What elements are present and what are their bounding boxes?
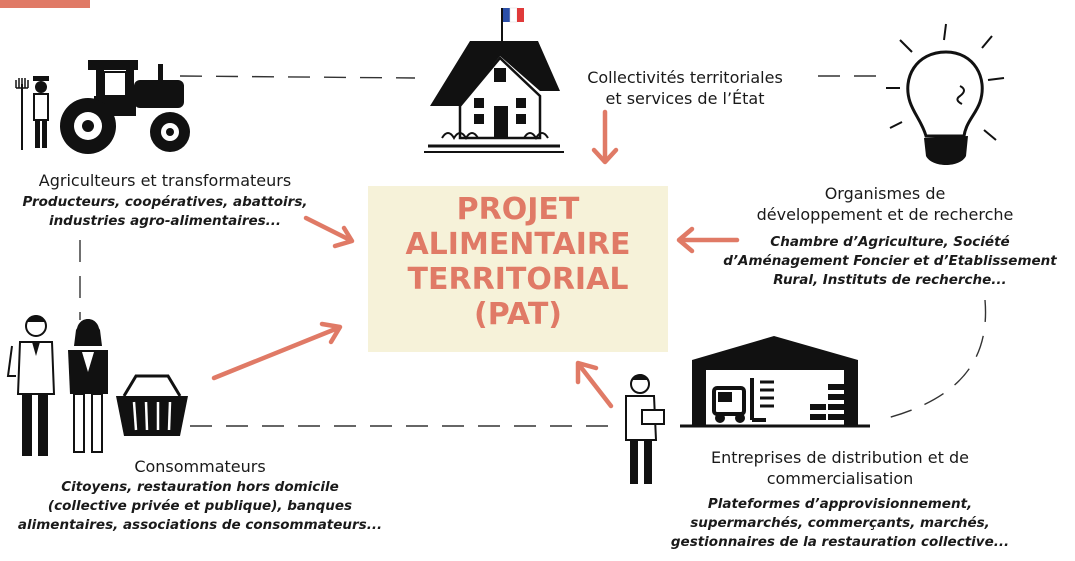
consumers-details-line-1: Citoyens, restauration hors domicile xyxy=(61,479,339,495)
farmers-details-line-1: Producteurs, coopératives, abattoirs, xyxy=(22,194,308,210)
distribution-title: Entreprises de distribution et de commer… xyxy=(660,447,1020,489)
distribution-title-line-1: Entreprises de distribution et de xyxy=(711,448,969,467)
pat-title-line-3: TERRITORIAL xyxy=(407,262,629,297)
distribution-details-line-3: gestionnaires de la restauration collect… xyxy=(670,534,1010,550)
consumers-details-line-3: alimentaires, associations de consommate… xyxy=(17,517,383,533)
pat-title-line-1: PROJET xyxy=(456,192,580,227)
distribution-details-line-1: Plateformes d’approvisionnement, xyxy=(707,496,973,512)
pat-title-line-4: (PAT) xyxy=(473,297,562,332)
lightbulb-icon xyxy=(886,23,1005,165)
pat-title: PROJET ALIMENTAIRE TERRITORIAL (PAT) xyxy=(368,192,668,332)
header-accent-bar xyxy=(0,0,90,8)
town-hall-icon xyxy=(424,7,564,153)
distribution-title-line-2: commercialisation xyxy=(766,469,914,488)
research-title: Organismes de développement et de recher… xyxy=(720,183,1050,225)
pat-title-line-2: ALIMENTAIRE xyxy=(405,227,631,262)
research-details: Chambre d’Agriculture, Société d’Aménage… xyxy=(705,233,1075,290)
arrow-farmers-to-pat xyxy=(303,215,355,249)
pat-center-box xyxy=(368,186,668,352)
research-details-line-2: d’Aménagement Foncier et d’Etablissement xyxy=(723,253,1057,269)
farmers-title: Agriculteurs et transformateurs xyxy=(38,171,292,190)
consumers-basket-icon xyxy=(6,315,188,456)
farmers-details: Producteurs, coopératives, abattoirs, in… xyxy=(0,193,330,231)
arrow-distribution-to-pat xyxy=(575,360,614,409)
arrow-consumers-to-pat xyxy=(211,321,343,381)
research-title-line-1: Organismes de xyxy=(824,184,946,203)
authorities-title: Collectivités territoriales et services … xyxy=(555,67,815,109)
tractor-farmer-icon xyxy=(15,60,190,154)
research-details-line-1: Chambre d’Agriculture, Société xyxy=(770,234,1010,250)
arrow-research-to-pat xyxy=(676,226,740,254)
consumers-title: Consommateurs xyxy=(134,457,266,476)
farmers-details-line-2: industries agro-alimentaires... xyxy=(48,213,282,229)
consumers-details: Citoyens, restauration hors domicile (co… xyxy=(0,478,400,535)
authorities-title-line-2: et services de l’État xyxy=(605,89,765,108)
research-details-line-3: Rural, Instituts de recherche... xyxy=(773,272,1007,288)
consumers-details-line-2: (collective privée et publique), banques xyxy=(47,498,353,514)
research-title-line-2: développement et de recherche xyxy=(756,205,1014,224)
dashed-link-bulb-distribution xyxy=(879,299,987,421)
distribution-details: Plateformes d’approvisionnement, superma… xyxy=(630,495,1050,552)
distribution-details-line-2: supermarchés, commerçants, marchés, xyxy=(690,515,990,531)
arrow-authorities-to-pat xyxy=(591,109,619,165)
dashed-link-farmers-townhall xyxy=(179,75,416,79)
warehouse-forklift-icon xyxy=(625,336,870,484)
authorities-title-line-1: Collectivités territoriales xyxy=(587,68,783,87)
